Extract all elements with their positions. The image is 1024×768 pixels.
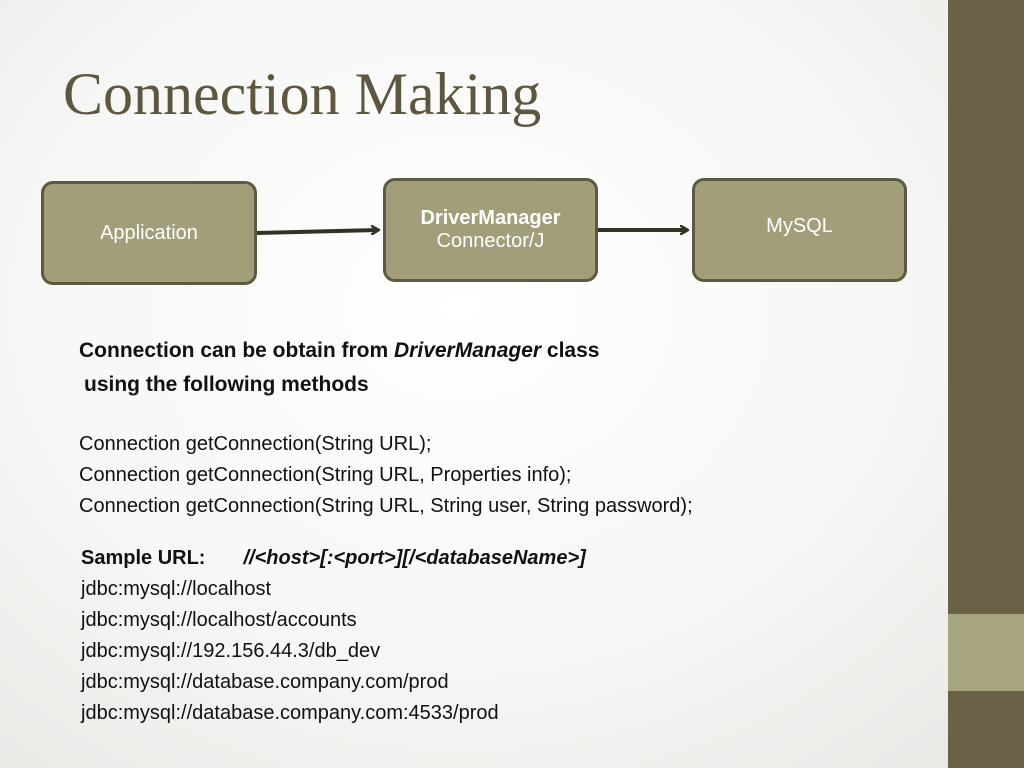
- method-line: Connection getConnection(String URL);: [79, 433, 432, 455]
- slide-title: Connection Making: [63, 61, 542, 127]
- method-line: Connection getConnection(String URL, Pro…: [79, 464, 572, 486]
- heading-part1: Connection can be obtain from: [79, 339, 395, 362]
- url-example: jdbc:mysql://database.company.com:4533/p…: [81, 702, 499, 724]
- methods-heading: Connection can be obtain from DriverMana…: [79, 334, 599, 402]
- mysql-label: MySQL: [766, 214, 833, 237]
- sample-url-section: Sample URL: //<host>[:<port>][/<databaseN…: [81, 543, 586, 729]
- arrow-app-to-driver: [256, 230, 378, 233]
- heading-italic: DriverManager: [394, 339, 542, 362]
- driver-manager-label: DriverManager: [420, 207, 561, 229]
- methods-list: Connection getConnection(String URL); Co…: [79, 429, 693, 522]
- url-example: jdbc:mysql://localhost: [81, 578, 272, 600]
- sidebar-accent-block: [948, 614, 1024, 691]
- url-example: jdbc:mysql://192.156.44.3/db_dev: [81, 640, 381, 662]
- driver-manager-box: DriverManager Connector/J: [383, 178, 598, 282]
- method-line: Connection getConnection(String URL, Str…: [79, 495, 693, 517]
- heading-part2: class: [541, 339, 600, 362]
- connector-j-label: Connector/J: [436, 230, 545, 252]
- sample-url-label: Sample URL:: [81, 547, 206, 569]
- heading-line2: using the following methods: [84, 373, 369, 396]
- mysql-box: MySQL: [692, 178, 907, 282]
- sample-url-pattern: //<host>[:<port>][/<databaseName>]: [243, 547, 586, 569]
- application-box: Application: [41, 181, 257, 285]
- application-label: Application: [100, 221, 198, 244]
- url-example: jdbc:mysql://database.company.com/prod: [81, 671, 449, 693]
- url-example: jdbc:mysql://localhost/accounts: [81, 609, 357, 631]
